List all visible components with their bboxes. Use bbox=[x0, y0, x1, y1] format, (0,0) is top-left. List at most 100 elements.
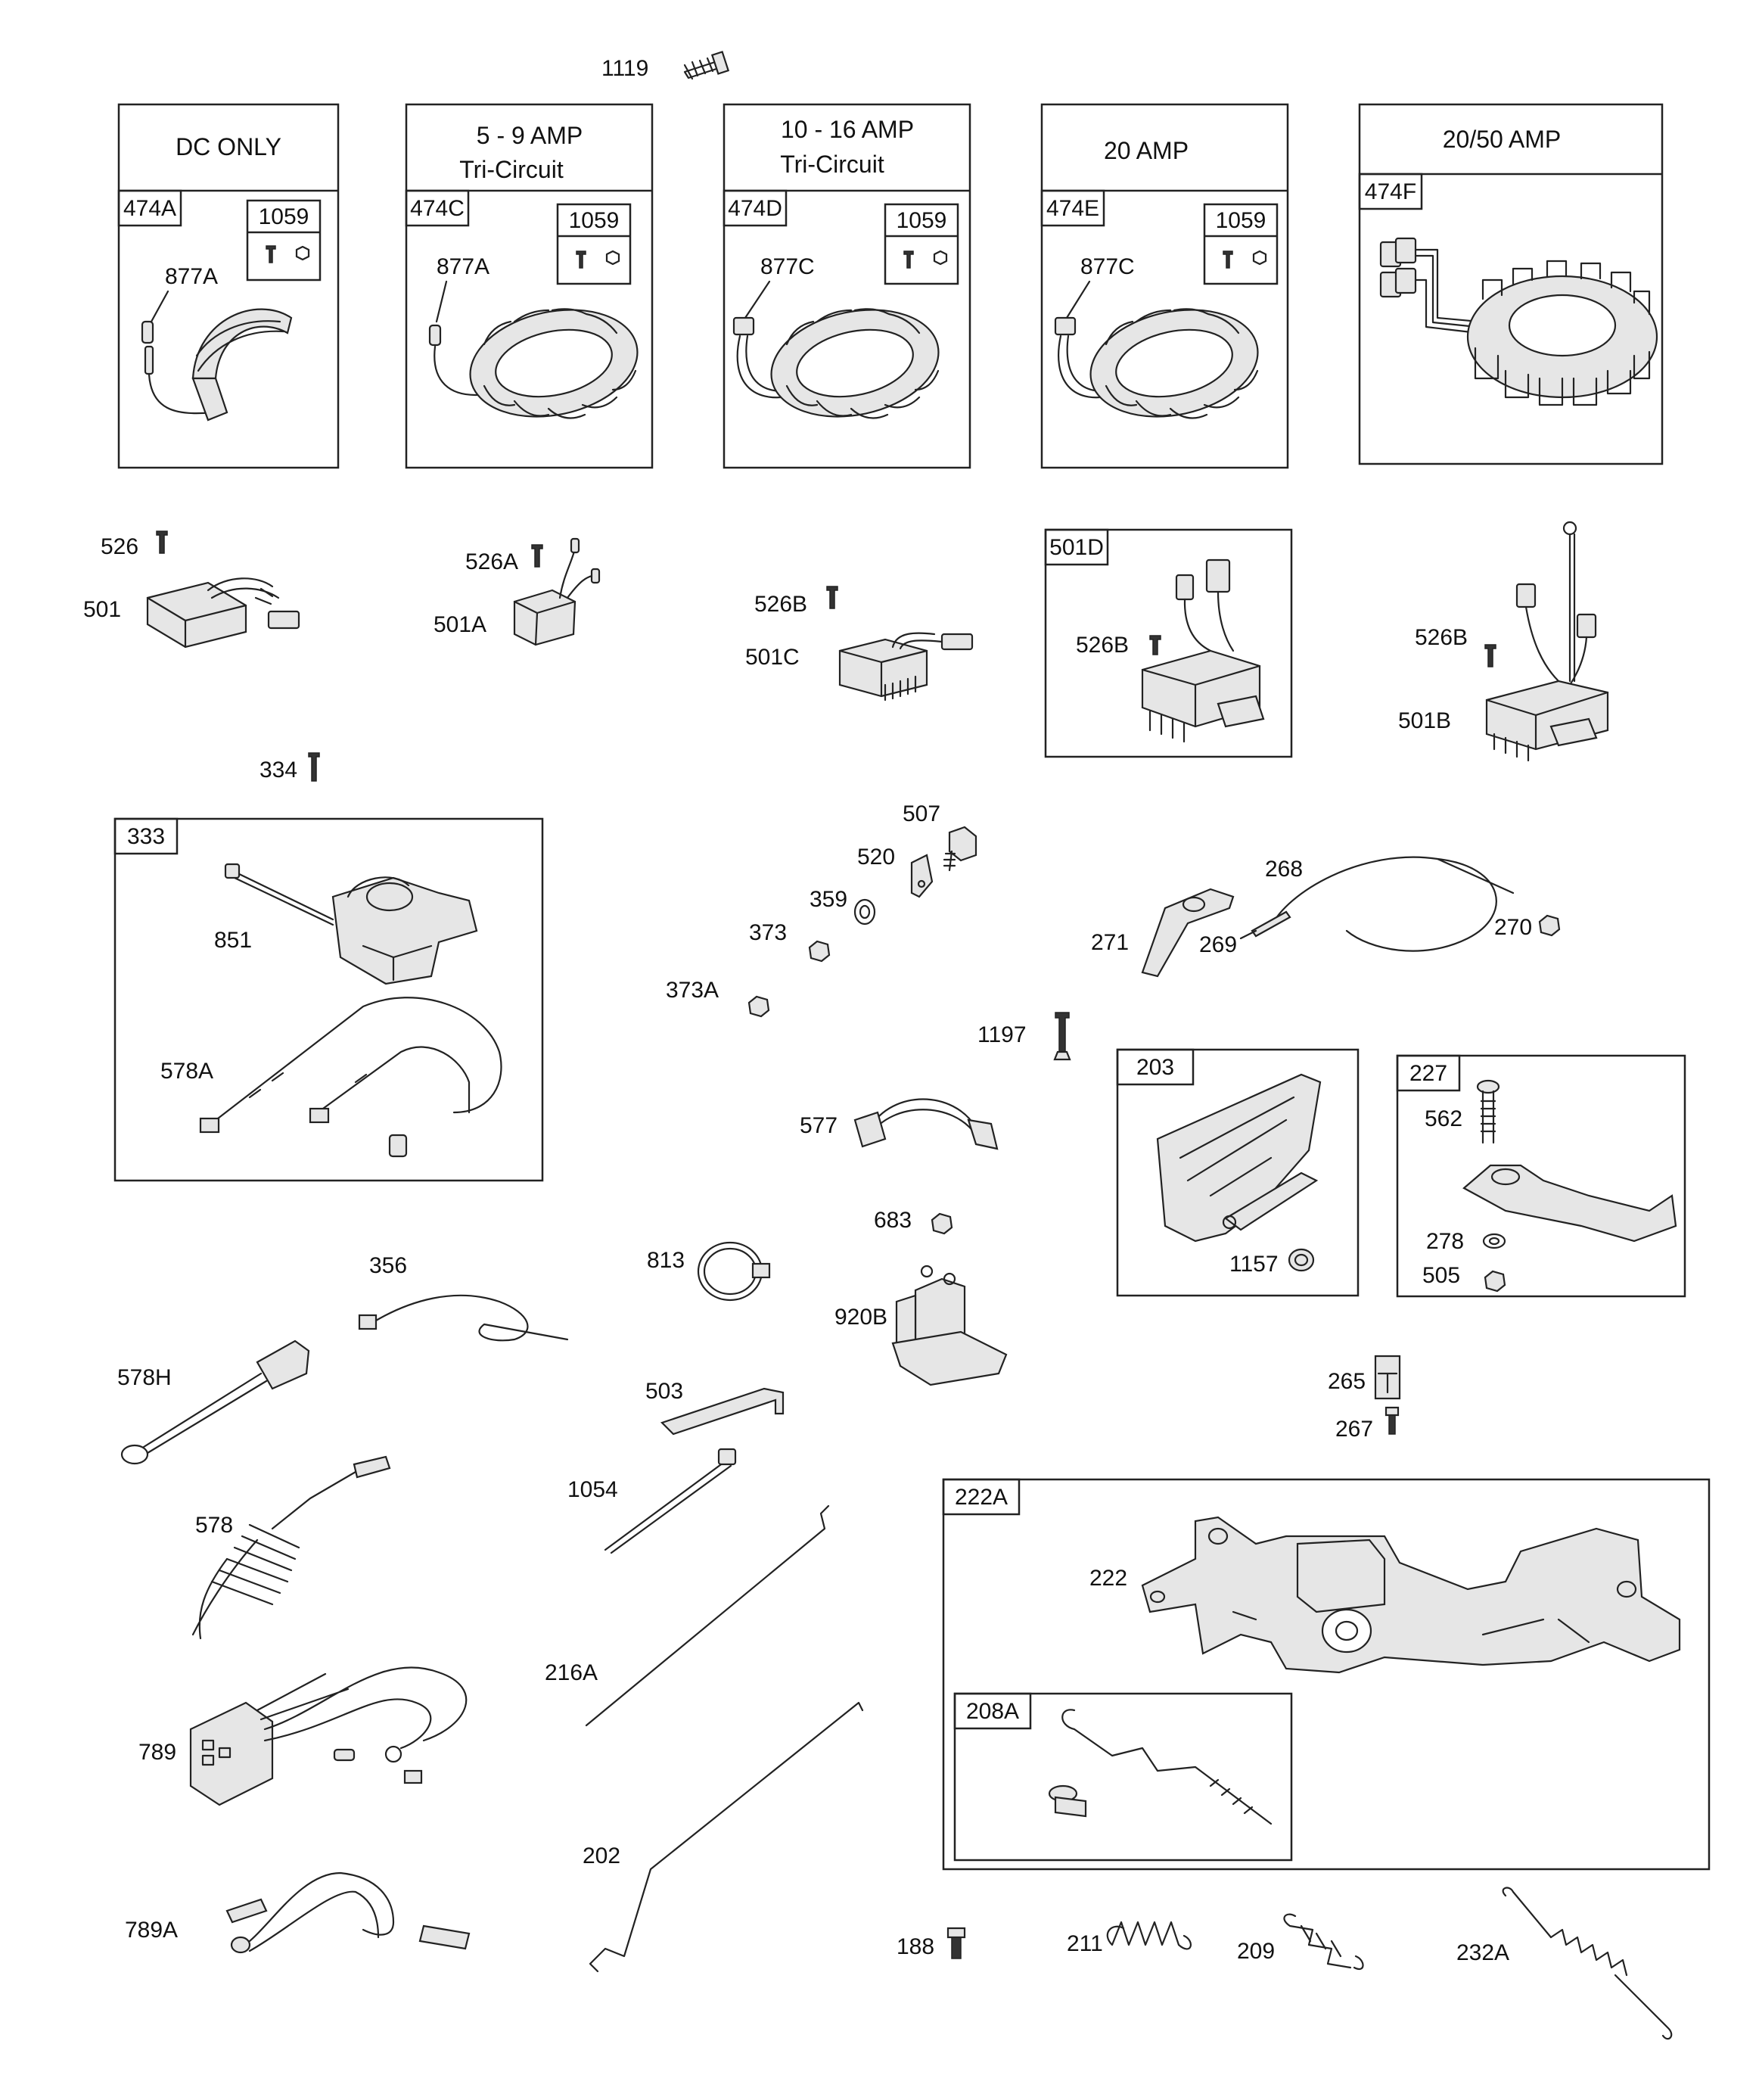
label-1119: 1119 bbox=[601, 56, 648, 81]
part-216A: 216A bbox=[545, 1504, 830, 1727]
label-526B: 526B bbox=[754, 592, 807, 617]
label-507: 507 bbox=[903, 801, 940, 826]
kit-501D: 501D 526B bbox=[1044, 528, 1293, 758]
label-373: 373 bbox=[749, 920, 787, 945]
kit-208A: 208A bbox=[953, 1692, 1293, 1862]
label-501C: 501C bbox=[745, 645, 800, 670]
kit-header-5-9-amp: 5 - 9 AMP bbox=[477, 122, 583, 149]
label-501B: 501B bbox=[1398, 708, 1451, 733]
label-501A: 501A bbox=[434, 612, 486, 637]
part-356: 356 bbox=[358, 1253, 569, 1342]
part-265: 265 bbox=[1328, 1355, 1401, 1400]
part-577: 577 bbox=[800, 1098, 999, 1150]
label-562: 562 bbox=[1425, 1106, 1462, 1131]
label-920B: 920B bbox=[834, 1305, 887, 1330]
label-188: 188 bbox=[897, 1934, 934, 1959]
kit-tag-203: 203 bbox=[1136, 1055, 1174, 1080]
kit-tag-474D: 474D bbox=[728, 196, 782, 221]
label-271: 271 bbox=[1091, 930, 1129, 955]
part-209: 209 bbox=[1237, 1913, 1364, 1970]
part-334: 334 bbox=[259, 752, 320, 782]
label-222: 222 bbox=[1089, 1566, 1127, 1591]
part-526B-501C: 526B 501C bbox=[745, 586, 974, 702]
label-269: 269 bbox=[1199, 932, 1237, 957]
label-373A: 373A bbox=[666, 978, 719, 1003]
label-526B: 526B bbox=[1076, 633, 1129, 658]
label-268: 268 bbox=[1265, 857, 1303, 882]
label-1157: 1157 bbox=[1229, 1252, 1279, 1277]
part-211: 211 bbox=[1067, 1921, 1192, 1956]
part-202: 202 bbox=[583, 1701, 864, 1973]
label-520: 520 bbox=[857, 845, 895, 870]
label-526A: 526A bbox=[465, 549, 518, 574]
part-813: 813 bbox=[647, 1241, 771, 1302]
label-526B: 526B bbox=[1415, 625, 1468, 650]
kit-333: 333 851 578A bbox=[113, 817, 544, 1182]
part-1119: 1119 bbox=[601, 51, 730, 81]
kit-474C: 5 - 9 AMP Tri-Circuit 474C 1059 877A bbox=[405, 103, 654, 469]
kit-474F: 20/50 AMP 474F bbox=[1358, 103, 1664, 465]
part-578H: 578H bbox=[117, 1339, 310, 1465]
kit-203: 203 1157 bbox=[1116, 1048, 1360, 1297]
hardware-label-1059: 1059 bbox=[259, 204, 309, 229]
kit-tag-333: 333 bbox=[127, 824, 165, 849]
kit-227: 227 562 278 505 bbox=[1396, 1054, 1686, 1298]
label-789A: 789A bbox=[125, 1918, 178, 1943]
part-920B: 920B bbox=[834, 1265, 1008, 1386]
label-813: 813 bbox=[647, 1248, 685, 1273]
label-851: 851 bbox=[214, 928, 252, 953]
kit-tag-222A: 222A bbox=[955, 1485, 1008, 1510]
kit-subheader-tri-circuit: Tri-Circuit bbox=[459, 156, 564, 183]
part-789A: 789A bbox=[125, 1871, 471, 1954]
label-1054: 1054 bbox=[567, 1477, 618, 1502]
label-211: 211 bbox=[1067, 1931, 1103, 1956]
label-789: 789 bbox=[138, 1740, 176, 1765]
part-503: 503 bbox=[645, 1379, 785, 1436]
label-877C: 877C bbox=[760, 254, 815, 279]
kit-474A: DC ONLY 474A 1059 877A bbox=[117, 103, 340, 469]
label-683: 683 bbox=[874, 1208, 912, 1233]
part-526B-501B: 526B 501B bbox=[1398, 521, 1609, 762]
label-232A: 232A bbox=[1456, 1940, 1509, 1965]
label-334: 334 bbox=[259, 758, 297, 782]
label-359: 359 bbox=[810, 887, 847, 912]
kit-222A: 222A 222 208A bbox=[942, 1478, 1711, 1871]
part-526-501: 526 501 bbox=[83, 530, 300, 649]
kit-tag-474A: 474A bbox=[123, 196, 176, 221]
label-577: 577 bbox=[800, 1113, 838, 1138]
kit-header-20-amp: 20 AMP bbox=[1104, 137, 1189, 164]
kit-tag-474E: 474E bbox=[1046, 196, 1099, 221]
kit-tag-501D: 501D bbox=[1049, 535, 1104, 560]
kit-header-20-50-amp: 20/50 AMP bbox=[1443, 126, 1562, 153]
label-267: 267 bbox=[1335, 1417, 1373, 1442]
label-1197: 1197 bbox=[977, 1022, 1027, 1047]
kit-header-dc-only: DC ONLY bbox=[176, 133, 281, 160]
part-578: 578 bbox=[191, 1455, 391, 1640]
kit-474E: 20 AMP 474E 1059 877C bbox=[1040, 103, 1289, 469]
hardware-label-1059: 1059 bbox=[569, 208, 620, 233]
kit-474D: 10 - 16 AMP Tri-Circuit 474D 1059 877C bbox=[723, 103, 971, 469]
label-209: 209 bbox=[1237, 1939, 1275, 1964]
part-232A: 232A bbox=[1456, 1887, 1673, 2040]
kit-subheader-tri-circuit: Tri-Circuit bbox=[780, 151, 884, 178]
label-216A: 216A bbox=[545, 1660, 598, 1685]
part-throttle-cable: 268 271 269 270 bbox=[1091, 856, 1561, 978]
hardware-label-1059: 1059 bbox=[897, 208, 947, 233]
kit-tag-474F: 474F bbox=[1365, 179, 1416, 204]
kit-tag-208A: 208A bbox=[966, 1699, 1019, 1724]
part-1197: 1197 bbox=[977, 1012, 1071, 1061]
label-877C: 877C bbox=[1080, 254, 1135, 279]
part-507-520-359-373: 507 520 359 373 373A bbox=[666, 801, 977, 1018]
label-526: 526 bbox=[101, 534, 138, 559]
label-270: 270 bbox=[1494, 915, 1532, 940]
label-503: 503 bbox=[645, 1379, 683, 1404]
label-877A: 877A bbox=[437, 254, 489, 279]
kit-tag-227: 227 bbox=[1409, 1061, 1447, 1086]
label-505: 505 bbox=[1422, 1263, 1460, 1288]
label-278: 278 bbox=[1426, 1229, 1464, 1254]
part-789: 789 bbox=[138, 1666, 468, 1806]
hardware-label-1059: 1059 bbox=[1216, 208, 1266, 233]
label-877A: 877A bbox=[165, 264, 218, 289]
part-683: 683 bbox=[874, 1208, 953, 1235]
